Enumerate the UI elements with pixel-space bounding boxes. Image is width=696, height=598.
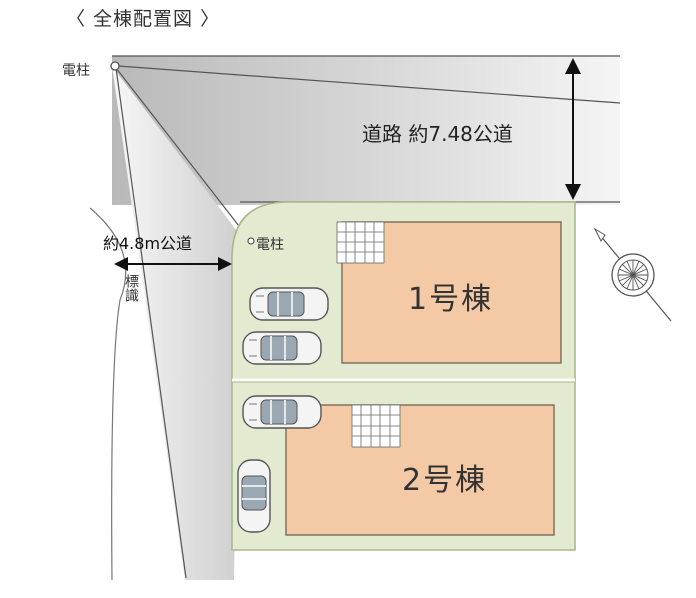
compass-icon — [593, 227, 672, 322]
side-road — [112, 66, 240, 580]
main-road-label: 道路 約7.48公道 — [362, 122, 513, 146]
utility-pole-label: 電柱 — [62, 63, 90, 79]
house-1-label: 1号棟 — [408, 282, 494, 317]
car-icon — [242, 331, 322, 365]
car-icon — [242, 395, 322, 429]
stair-grid — [336, 221, 385, 264]
dimension-arrow — [114, 257, 232, 271]
road-edge-line — [117, 65, 621, 104]
utility-pole-label: 電柱 — [256, 237, 284, 253]
house-2 — [285, 404, 555, 536]
stair-grid — [351, 404, 401, 448]
dimension-arrow — [565, 58, 581, 200]
sign-label: 標識 — [123, 274, 139, 302]
side-road-label: 約4.8m公道 — [103, 234, 193, 253]
utility-pole-icon — [110, 61, 120, 71]
road-edge-line — [115, 67, 187, 579]
road-edge-line — [89, 207, 127, 581]
car-icon — [249, 287, 329, 321]
house-2-label: 2号棟 — [402, 463, 488, 498]
page-title: 〈 全棟配置図 〉 — [66, 8, 221, 30]
road-edge-line — [115, 67, 247, 236]
utility-pole-icon — [247, 237, 255, 245]
car-icon — [237, 459, 271, 533]
